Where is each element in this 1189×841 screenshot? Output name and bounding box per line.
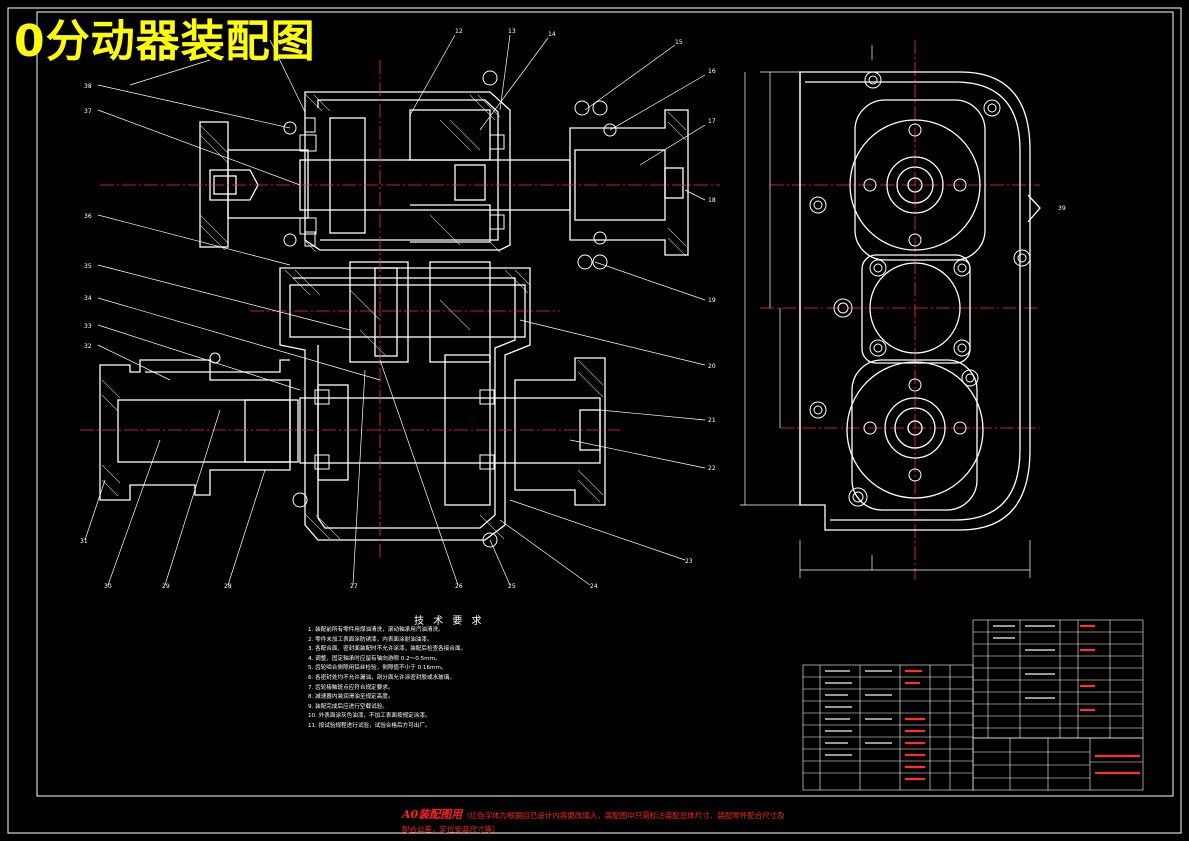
part-label: 38 [84,83,92,90]
part-label: 34 [84,295,92,302]
part-label: 32 [84,343,92,350]
part-label: 31 [80,538,88,545]
tech-requirement-item: 10. 外表面涂灰色油漆，不加工表面按规定涂漆。 [308,713,431,720]
part-label: 19 [708,297,716,304]
part-label: 12 [455,28,463,35]
part-label: 20 [708,363,716,370]
parts-list-text-strokes [825,625,1055,756]
part-label: 33 [84,323,92,330]
tech-requirement-item: 9. 装配完成后应进行空载试验。 [308,703,388,710]
part-label: 29 [162,583,170,590]
side-view-dimensions [740,45,1031,578]
part-label: 16 [708,68,716,75]
tech-requirement-item: 11. 按试验规程进行试验，试验合格后方可出厂。 [308,722,431,729]
bottom-note-lead: A0装配图用 [402,808,463,821]
part-label: 39 [1058,205,1066,212]
title-block [972,737,1144,791]
part-label: 15 [675,39,683,46]
bottom-note: A0装配图用（红色字体为根据自己设计内容更改填入，装配图中只需标注装配总体尺寸、… [402,808,792,837]
tech-requirement-item: 5. 齿轮啮合侧隙用铅丝检验，侧隙值不小于 0.16mm。 [308,665,447,672]
part-label: 17 [708,118,716,125]
part-label: 27 [350,583,358,590]
side-view-bolts [809,71,1031,507]
part-label: 22 [708,465,716,472]
red-fill-marks [905,624,1140,781]
part-label-group: 12 13 14 15 16 17 18 19 20 21 22 23 24 2… [80,28,1066,590]
part-label: 28 [224,583,232,590]
section-view [99,91,689,541]
part-label: 21 [708,417,716,424]
center-lines [80,40,1040,580]
tech-requirement-item: 8. 减速器内装润滑油至规定高度。 [308,694,394,701]
drawing-title: 0分动器装配图 [14,16,316,67]
leader-lines [84,34,706,586]
part-label: 37 [84,108,92,115]
inner-frame [36,11,1174,797]
parts-list-lower [802,664,974,791]
tech-requirement-item: 7. 齿轮接触斑点应符合规定要求。 [308,684,394,691]
part-label: 25 [508,583,516,590]
part-label: 35 [84,263,92,270]
part-label: 23 [685,558,693,565]
section-hatching [101,94,687,540]
part-label: 36 [84,213,92,220]
tech-requirements-heading: 技 术 要 求 [414,616,485,627]
tech-requirement-item: 1. 装配前所有零件用煤油清洗，滚动轴承用汽油清洗。 [308,627,444,633]
tech-requirement-item: 6. 各密封处均不允许漏油，剖分面允许涂密封胶或水玻璃。 [308,674,455,681]
part-label: 26 [455,583,463,590]
tech-requirements-list: 1. 装配前所有零件用煤油清洗，滚动轴承用汽油清洗。 2. 零件未加工表面涂防锈… [308,626,466,732]
tech-requirement-item: 4. 调整、固定轴承时应留有轴向游隙 0.2～0.5mm。 [308,655,441,662]
part-label: 24 [590,583,598,590]
bottom-note-text: （红色字体为根据自己设计内容更改填入，装配图中只需标注装配总体尺寸、装配零件配合… [402,811,785,834]
side-view [799,71,1041,531]
part-label: 18 [708,197,716,204]
outer-frame [7,7,1182,834]
part-label: 13 [508,28,516,35]
tech-requirement-item: 3. 各配合面、密封面装配时不允许涂漆，装配后检查各接合面。 [308,646,467,653]
tech-requirement-item: 2. 零件未加工表面涂防锈漆，内表面涂耐油油漆。 [308,636,433,643]
section-bolts [209,70,617,548]
part-label: 30 [104,583,112,590]
part-label: 14 [548,31,556,38]
